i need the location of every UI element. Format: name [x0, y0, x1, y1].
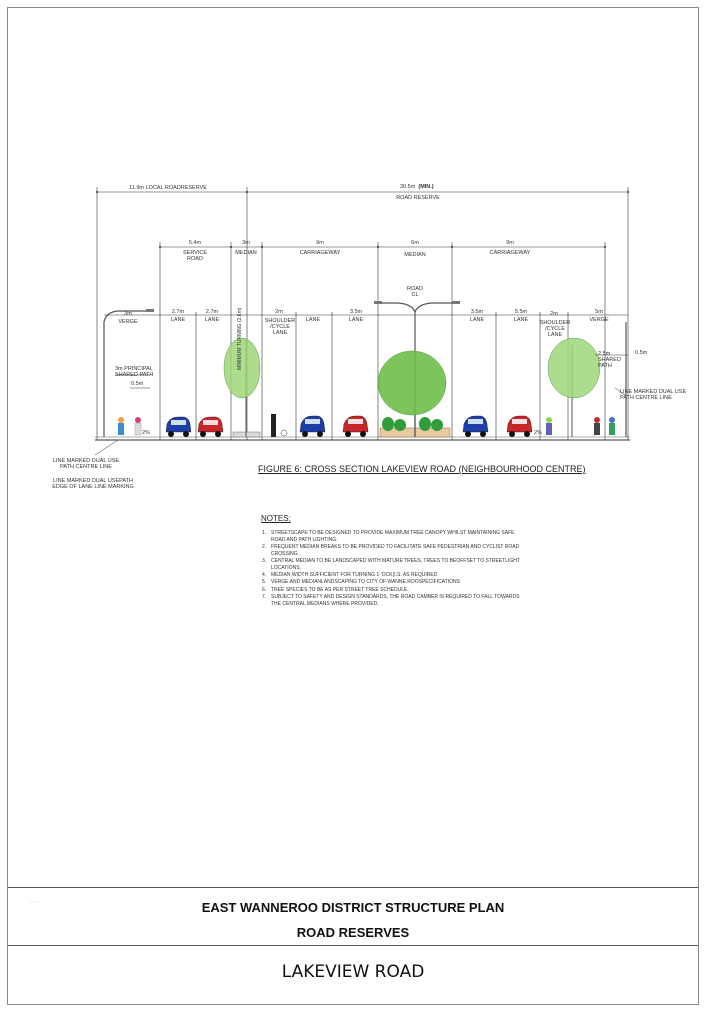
segment-width-carriageway-right: 9m — [506, 240, 514, 246]
car-service-lane-2 — [197, 416, 224, 437]
car-left-carriageway-1 — [299, 415, 326, 437]
road-reserve-width: 30.5m (MIN.) — [400, 184, 434, 190]
note-item: 5.VERGE AND MEDIANLANDSCAPING TO CITY OF… — [262, 579, 460, 586]
lane-width-verge-left: 3m — [124, 311, 132, 317]
left-slope-callout: 2% — [142, 430, 150, 436]
lane-width-verge-right: 5m — [595, 309, 603, 315]
car-right-carriageway-2 — [506, 415, 533, 437]
note-item: 3.CENTRAL MEDIAN TO BE LANDSCAPED WITH M… — [262, 558, 520, 571]
segment-width-service-road: 5.4m — [188, 240, 202, 246]
lane-width-shoulder-left: 2m — [275, 309, 283, 315]
lane-label-right-2: LANE — [513, 317, 529, 323]
lane-label-service-2: LANE — [204, 317, 220, 323]
tree-left-median — [223, 337, 261, 437]
cyclist-right — [546, 417, 552, 435]
lane-width-shoulder-right: 2m — [550, 311, 558, 317]
principal-path-callout: 3m PRINCIPAL SHARED PATH — [115, 366, 154, 379]
shared-path-callout: 2.5m SHARED PATH — [598, 351, 621, 370]
segment-label-median-center: MEDIAN — [404, 252, 426, 258]
pedestrians-right — [594, 417, 615, 435]
segment-label-carriageway-right: CARRIAGEWAY — [489, 250, 531, 256]
segment-width-median-left: 3m — [242, 240, 250, 246]
notes-title: NOTES: — [261, 514, 291, 523]
segment-label-median-left: MEDIAN — [235, 250, 257, 256]
tree-right-verge — [547, 337, 601, 437]
lane-label-service-1: LANE — [170, 317, 186, 323]
lane-label-shoulder-left: SHOULDER /CYCLE LANE — [264, 318, 296, 337]
car-service-lane-1 — [165, 416, 192, 437]
car-right-carriageway-1 — [462, 415, 489, 437]
segment-label-service-road: SERVICE ROAD — [182, 250, 208, 263]
lane-label-shoulder-right: SHOULDER /CYCLE LANE — [539, 320, 571, 339]
streetlight-center — [378, 302, 454, 437]
lane-label-left-2: LANE — [348, 317, 364, 323]
tree-central-median — [377, 350, 447, 437]
notes-list: 1.STREETSCAPE TO BE DESIGNED TO PROVIDE … — [262, 530, 522, 608]
logo-mark: ▫ ▫ ▫ ▫ — [30, 899, 40, 904]
lane-width-left-2: 3.5m — [349, 309, 363, 315]
note-item: 7.SUBJECT TO SAFETY AND DESIGN STANDARDS… — [262, 593, 520, 607]
road-reserve-label: ROAD RESERVE — [396, 195, 440, 201]
pedestrians-left — [118, 417, 142, 436]
cyclist-left — [280, 429, 288, 437]
figure-caption: FIGURE 6: CROSS SECTION LAKEVIEW ROAD (N… — [258, 464, 586, 474]
right-slope-callout: 2% — [534, 430, 542, 436]
lane-label-right-1: LANE — [469, 317, 485, 323]
lane-label-verge-left: VERGE — [118, 319, 138, 325]
lane-width-service-1: 2.7m — [171, 309, 185, 315]
segment-width-carriageway-left: 9m — [316, 240, 324, 246]
median-vertical-note: MINIMUM TURNING (2.6m) — [237, 307, 243, 370]
left-line-marked-callout: LINE MARKED DUAL USE PATH CENTRE LINE — [52, 458, 120, 471]
right-line-marked-callout: LINE MARKED DUAL USE PATH CENTRE LINE — [620, 389, 687, 402]
lane-width-right-1: 3.5m — [470, 309, 484, 315]
note-item: 6.TREE SPECIES TO BE AS PER STREET TREE … — [262, 586, 409, 593]
title-block-mid-rule — [8, 945, 698, 946]
median-shrubs — [382, 417, 443, 431]
left-edge-marking-callout: LINE MARKED DUAL USEPATH EDGE OF LANE LI… — [52, 478, 134, 491]
segment-label-carriageway-left: CARRIAGEWAY — [299, 250, 341, 256]
lane-width-service-2: 2.7m — [205, 309, 219, 315]
note-item: 1.STREETSCAPE TO BE DESIGNED TO PROVIDE … — [262, 530, 515, 543]
note-item: 4.MEDIAN WIDTH SUFFICIENT FOR TURNING 1-… — [262, 572, 438, 578]
car-left-carriageway-2 — [342, 415, 369, 437]
left-offset-callout: 0.5m — [131, 381, 144, 387]
local-reserve-label: 11.9m LOCAL ROADRESERVE — [129, 185, 207, 191]
lane-label-verge-right: VERGE — [589, 317, 609, 323]
note-item: 2.FREQUENT MEDIAN BREAKS TO BE PROVIDED … — [262, 544, 520, 557]
segment-width-median-center: 6m — [411, 240, 419, 246]
streetlight-left — [103, 310, 150, 437]
drawing-sheet — [7, 7, 699, 1005]
right-offset-callout: 0.5m — [635, 350, 648, 356]
road-name: LAKEVIEW ROAD — [281, 962, 425, 982]
sheet-title: ROAD RESERVES — [296, 925, 410, 940]
lane-label-left-1: LANE — [305, 317, 321, 323]
plan-title: EAST WANNEROO DISTRICT STRUCTURE PLAN — [201, 900, 505, 915]
title-block-top-rule — [8, 887, 698, 888]
road-centreline-label: ROAD CL — [407, 286, 423, 299]
lane-width-right-2: 5.5m — [514, 309, 528, 315]
